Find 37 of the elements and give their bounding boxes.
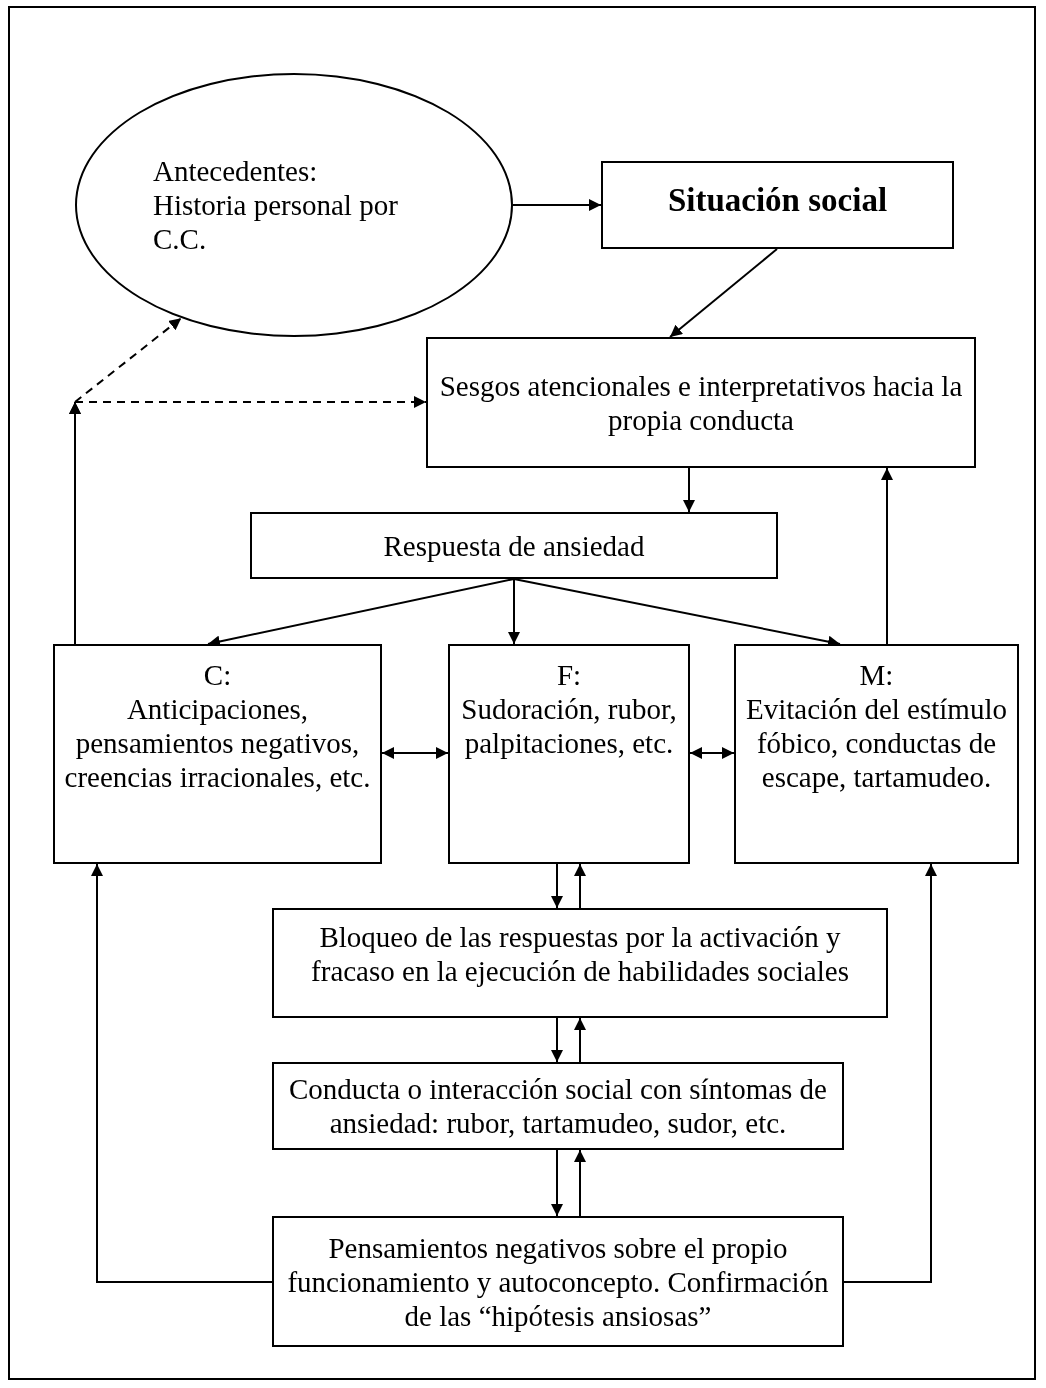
- process-box: [53, 644, 382, 864]
- arrow: [551, 863, 563, 909]
- arrow: [689, 747, 735, 759]
- box-text: Anticipaciones, pensamientos negativos, creencias irracionales, etc.: [63, 692, 372, 794]
- box-text: Antecedentes: Historia personal por C.C.: [153, 154, 399, 256]
- arrow: [512, 199, 602, 211]
- box-text: Sesgos atencionales e interpretativos hacia la propia conducta: [438, 368, 964, 437]
- process-box: [250, 512, 778, 579]
- process-box: [272, 908, 888, 1018]
- box-heading: F:: [556, 658, 582, 692]
- box-text: Evitación del estímulo fóbico, conductas de escape, tartamudeo.: [745, 692, 1008, 794]
- box-text: Conducta o interacción social con síntomas de ansiedad: rubor, tartamudeo, sudor, etc.: [288, 1072, 828, 1140]
- arrow: [843, 863, 937, 1283]
- process-box: [426, 337, 976, 468]
- arrow: [381, 747, 449, 759]
- box-text: Sudoración, rubor, palpitaciones, etc.: [460, 692, 678, 760]
- box-text: Situación social: [667, 183, 888, 217]
- process-box: [272, 1062, 844, 1150]
- box-text: Bloqueo de las respuestas por la activación y fracaso en la ejecución de habilidades sociales: [310, 920, 850, 988]
- title-box: [601, 161, 954, 249]
- arrow: [91, 863, 273, 1283]
- arrow: [683, 467, 695, 513]
- box-text: Respuesta de ansiedad: [383, 528, 645, 563]
- arrow: [508, 578, 520, 645]
- arrow: [551, 1149, 563, 1217]
- box-heading: M:: [859, 658, 894, 692]
- box-text: Pensamientos negativos sobre el propio funcionamiento y autoconcepto. Confirmación de las “hipótesis ansiosas”: [286, 1230, 830, 1333]
- arrow: [881, 467, 893, 645]
- arrow: [574, 863, 586, 909]
- arrow: [574, 1149, 586, 1217]
- box-heading: C:: [203, 658, 232, 692]
- arrow: [551, 1017, 563, 1063]
- process-box: [272, 1216, 844, 1347]
- process-box: [448, 644, 690, 864]
- process-box: [734, 644, 1019, 864]
- arrow: [669, 248, 778, 338]
- arrow: [574, 1017, 586, 1063]
